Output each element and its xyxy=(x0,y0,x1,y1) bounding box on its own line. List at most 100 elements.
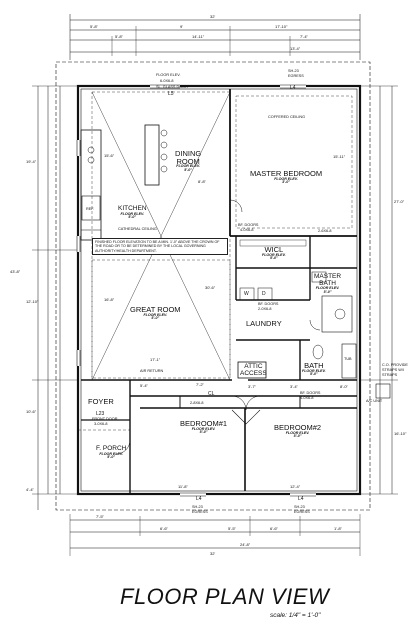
dim-right-b: 16'-10" xyxy=(394,431,407,436)
coffered-ceiling: COFFERED CEILING xyxy=(268,115,306,119)
dryer-label: D xyxy=(262,291,266,297)
wicl-name: WICL xyxy=(264,245,284,254)
dim-bed-b: 12'-4" xyxy=(290,484,301,489)
dim-bot-e: 1'-8" xyxy=(334,526,342,531)
bedroom-2-label: BEDROOM#2 FLOOR ELEV. 5'-0" xyxy=(274,424,321,439)
tub-label: TUB xyxy=(344,357,352,361)
master-bath-name-1: MASTER xyxy=(314,273,342,280)
bed2-elev-val: 5'-0" xyxy=(293,434,302,439)
attic-access-label: ATTIC ACCESS xyxy=(240,363,267,377)
kitchen-elev: FLOOR ELEV. xyxy=(120,211,145,216)
sh-bottom-b-egress: EGRESS xyxy=(294,510,310,514)
dim-top-g: 5'-8" xyxy=(115,34,123,39)
dim-left-b: 43'-8" xyxy=(10,269,21,274)
provide-3: STRAPS xyxy=(382,373,398,377)
dim-left-a: 19'-4" xyxy=(26,159,37,164)
dim-bot-a: 7'-5" xyxy=(96,514,104,519)
front-door: FRONT DOOR xyxy=(92,417,118,421)
sh-top-egress: EGRESS xyxy=(288,74,304,78)
foyer-label: FOYER xyxy=(88,397,114,406)
dim-mid-b: 5'-4" xyxy=(140,383,148,388)
bath-elev: FLOOR ELEV. xyxy=(302,368,326,373)
laundry-label: LAUNDRY xyxy=(246,319,282,328)
porch-elev: FLOOR ELEV. xyxy=(99,451,123,456)
dim-bot-overall: 32' xyxy=(210,551,216,556)
plan-scale: scale: 1/4" = 1'-0" xyxy=(270,612,321,619)
dim-right-a: 27'-0" xyxy=(394,199,405,204)
dim-left-d: 10'-6" xyxy=(26,409,37,414)
wicl-elev: FLOOR ELEV. xyxy=(262,252,286,257)
kitchen-label: KITCHEN FLOOR ELEV. 5'-0" xyxy=(118,205,147,220)
dim-kit-b: 8'-8" xyxy=(198,179,206,184)
great-elev-val: 5'-0" xyxy=(151,316,160,321)
great-name: GREAT ROOM xyxy=(130,305,181,314)
bifold-3: BF. DOORS xyxy=(300,391,321,395)
dining-elev-val: 5'-0" xyxy=(184,167,192,172)
bifold-3-size: 4-0X6-8 xyxy=(300,396,314,400)
dim-left-c: 12'-10" xyxy=(26,299,39,304)
dim-bot-f: 24'-8" xyxy=(240,542,251,547)
great-room-label: GREAT ROOM FLOOR ELEV. 5'-0" xyxy=(130,306,181,321)
dim-top-e: 14'-11" xyxy=(192,34,205,39)
ac-unit: A/C UNIT xyxy=(366,399,383,403)
washer-label: W xyxy=(244,291,249,297)
dim-right-c: 15'-11" xyxy=(333,154,346,159)
sh-top: SH-23 xyxy=(288,69,299,73)
front-porch-label: F. PORCH FLOOR ELEV. 5'-0" xyxy=(96,445,127,460)
dim-bot-b: 6'-6" xyxy=(160,526,168,531)
dining-room-label: DINING ROOM FLOOR ELEV. 5'-0" xyxy=(175,150,201,172)
label-l5: L5 xyxy=(168,91,174,97)
plan-title: FLOOR PLAN VIEW xyxy=(120,584,330,609)
dim-great-a: 17'-1" xyxy=(150,357,161,362)
bifold-label: BF. DOORS xyxy=(238,223,259,227)
dim-mid-e: 8'-0" xyxy=(340,384,348,389)
dining-name-1: DINING xyxy=(175,149,202,158)
bifold-2-size: 2-0X6-8 xyxy=(258,307,272,311)
attic-name-1: ATTIC xyxy=(244,363,263,370)
bed1-name: BEDROOM#1 xyxy=(180,419,228,428)
sh-bottom-b: SH-23 xyxy=(294,505,305,509)
bed1-elev: FLOOR ELEV. xyxy=(191,426,216,431)
master-elev: FLOOR ELEV. xyxy=(274,176,298,181)
bed2-elev: FLOOR ELEV. xyxy=(285,430,310,435)
sh-bottom-a: SH-23 xyxy=(192,505,203,509)
provide-2: STRAPS W/I xyxy=(382,368,404,372)
dim-mid-d: 3'-4" xyxy=(290,384,298,389)
master-bath-elev: FLOOR ELEV. xyxy=(315,286,340,290)
master-bath-elev-val: 5'-0" xyxy=(323,289,332,294)
dim-left-e: 4'-4" xyxy=(26,487,34,492)
label-l4-bottom-b: L4 xyxy=(298,496,304,502)
provide-1: C.O. PROVIDE xyxy=(382,363,408,367)
great-elev: FLOOR ELEV. xyxy=(143,312,168,317)
master-bath-label: MASTER BATH FLOOR ELEV. 5'-0" xyxy=(314,273,342,294)
dim-kit-c: 16'-8" xyxy=(104,297,115,302)
dim-great-b: 30'-6" xyxy=(205,285,216,290)
glass-door-label: SL. GLASS DOOR xyxy=(156,85,188,89)
ref-label: REF. xyxy=(86,207,95,211)
size-2868: 2-8X6-8 xyxy=(190,401,204,405)
porch-name: F. PORCH xyxy=(96,445,127,452)
cathedral-ceiling: CATHEDRAL CEILING xyxy=(118,227,157,231)
master-bath-name-2: BATH xyxy=(319,279,336,287)
bed1-elev-val: 5'-0" xyxy=(199,430,208,435)
front-door-size: 3-0X6-8 xyxy=(94,422,108,426)
master-name: MASTER BEDROOM xyxy=(250,169,323,178)
size-2668: 2-6X6-8 xyxy=(318,229,332,233)
wicl-label: WICL FLOOR ELEV. 5'-0" xyxy=(262,246,286,261)
dim-bot-c: 5'-5" xyxy=(228,526,236,531)
attic-name-2: ACCESS xyxy=(240,369,267,377)
dim-bed-a: 11'-8" xyxy=(178,484,188,489)
bedroom-1-label: BEDROOM#1 FLOOR ELEV. 5'-0" xyxy=(180,420,227,435)
glass-door-size: 6-0X6-8 xyxy=(160,79,174,83)
bifold-size: 4-0X6-8 xyxy=(240,228,254,232)
dim-mid-a: 7'-2" xyxy=(196,382,204,387)
wicl-elev-val: 5'-0" xyxy=(269,256,278,261)
label-l4-bottom-a: L4 xyxy=(196,496,202,502)
elevation-note: FINISHED FLOOR ELEVATION TO BE A MIN. 1'… xyxy=(92,238,228,256)
dim-mid-c: 3'-7" xyxy=(248,384,256,389)
dim-top-overall: 32' xyxy=(210,14,216,19)
bath-name: BATH xyxy=(304,361,324,370)
bath-elev-val: 5'-0" xyxy=(309,372,318,377)
